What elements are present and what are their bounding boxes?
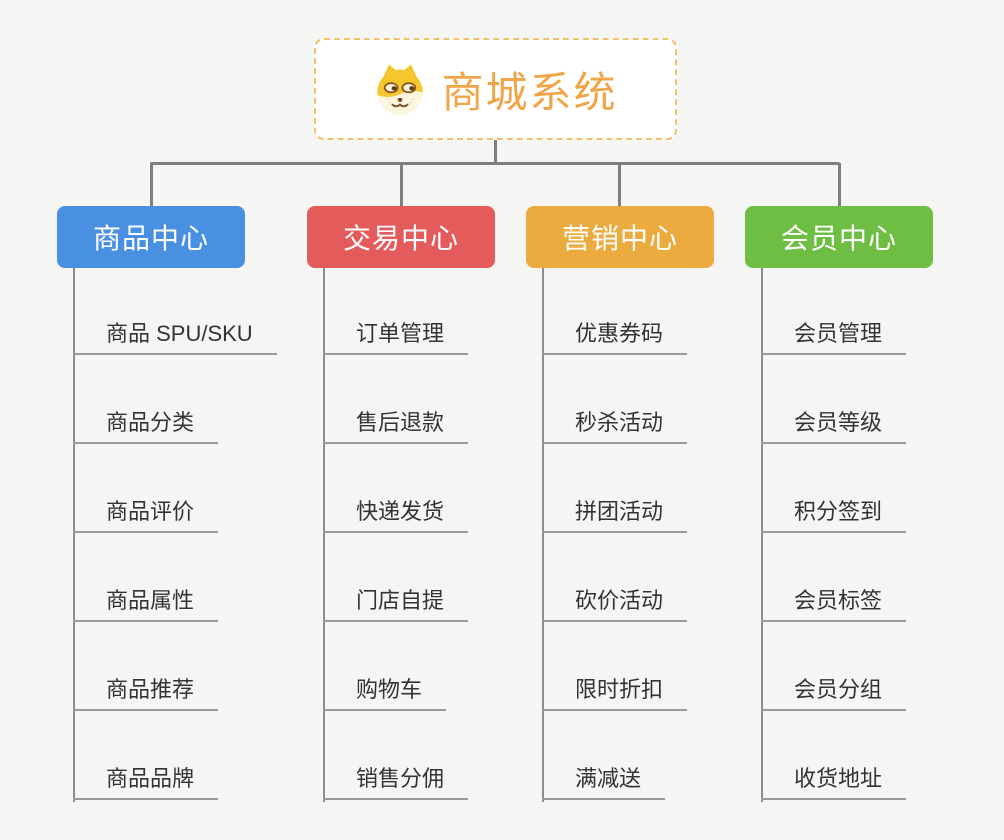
- branch-column-products: 商品中心 商品 SPU/SKU 商品分类 商品评价 商品属性 商品推荐 商品品牌: [57, 206, 277, 802]
- branch-topic-marketing[interactable]: 营销中心: [526, 206, 714, 268]
- subtopic[interactable]: 商品分类: [73, 408, 219, 444]
- subtopic[interactable]: 会员标签: [761, 586, 907, 622]
- connector-trunk: [323, 268, 325, 802]
- connector-drop-3: [618, 163, 621, 207]
- subtopic[interactable]: 购物车: [323, 675, 447, 711]
- root-topic-label: 商城系统: [441, 68, 618, 116]
- subtopic[interactable]: 售后退款: [323, 408, 469, 444]
- subtopic[interactable]: 砍价活动: [542, 586, 688, 622]
- subtopic[interactable]: 销售分佣: [323, 764, 469, 800]
- subtopic[interactable]: 商品品牌: [73, 764, 219, 800]
- subtopic[interactable]: 满减送: [542, 764, 666, 800]
- subtopic[interactable]: 商品属性: [73, 586, 219, 622]
- subtopic[interactable]: 限时折扣: [542, 675, 688, 711]
- connector-drop-4: [838, 163, 841, 207]
- subtopic[interactable]: 商品评价: [73, 497, 219, 533]
- subtopic[interactable]: 快递发货: [323, 497, 469, 533]
- connector-root-drop: [494, 140, 497, 164]
- subtopic[interactable]: 会员等级: [761, 408, 907, 444]
- dog-face-icon: [377, 64, 424, 116]
- subtopic[interactable]: 收货地址: [761, 764, 907, 800]
- branch-topic-members[interactable]: 会员中心: [745, 206, 933, 268]
- subtopic[interactable]: 订单管理: [323, 319, 469, 355]
- subtopic[interactable]: 会员管理: [761, 319, 907, 355]
- subtopic[interactable]: 优惠券码: [542, 319, 688, 355]
- connector-trunk: [761, 268, 763, 802]
- subtopic[interactable]: 会员分组: [761, 675, 907, 711]
- subtopic[interactable]: 门店自提: [323, 586, 469, 622]
- branch-topic-trade[interactable]: 交易中心: [307, 206, 495, 268]
- subtopic[interactable]: 拼团活动: [542, 497, 688, 533]
- connector-drop-2: [400, 163, 403, 207]
- connector-bus: [150, 162, 840, 165]
- subtopic[interactable]: 商品推荐: [73, 675, 219, 711]
- subtopic[interactable]: 商品 SPU/SKU: [73, 319, 277, 355]
- branch-column-trade: 交易中心 订单管理 售后退款 快递发货 门店自提 购物车 销售分佣: [307, 206, 495, 802]
- subtopic[interactable]: 积分签到: [761, 497, 907, 533]
- connector-trunk: [542, 268, 544, 802]
- connector-drop-1: [150, 163, 153, 207]
- branch-column-marketing: 营销中心 优惠券码 秒杀活动 拼团活动 砍价活动 限时折扣 满减送: [526, 206, 714, 802]
- subtopic[interactable]: 秒杀活动: [542, 408, 688, 444]
- branch-column-members: 会员中心 会员管理 会员等级 积分签到 会员标签 会员分组 收货地址: [745, 206, 933, 802]
- root-topic[interactable]: 商城系统: [314, 38, 677, 140]
- branch-topic-products[interactable]: 商品中心: [57, 206, 245, 268]
- connector-trunk: [73, 268, 75, 802]
